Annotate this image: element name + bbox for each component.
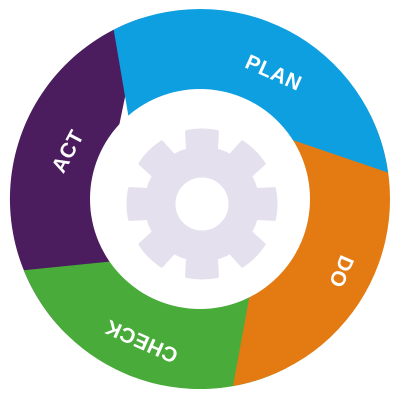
act-segment	[9, 18, 142, 334]
gear-shape	[126, 128, 278, 280]
do-segment	[233, 112, 391, 387]
gear-icon	[126, 128, 278, 280]
check-segment	[23, 261, 287, 390]
plan-segment	[113, 8, 389, 173]
segments-layer	[9, 8, 391, 390]
